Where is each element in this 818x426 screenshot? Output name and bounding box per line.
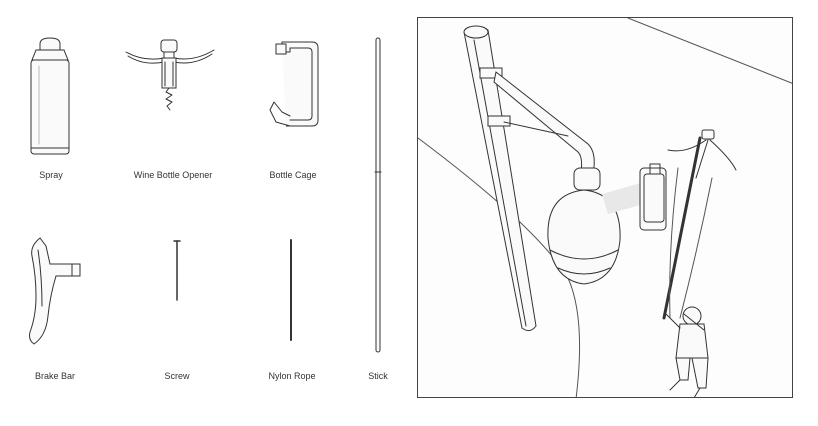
scene-illustration <box>417 17 793 398</box>
nylon-rope-icon <box>290 239 292 341</box>
wine-bottle-opener-icon <box>125 39 215 111</box>
spray-icon <box>30 37 70 155</box>
person <box>665 306 709 397</box>
camera-dome <box>547 189 621 285</box>
brake-bar-label: Brake Bar <box>34 371 76 381</box>
wine-bottle-opener-label: Wine Bottle Opener <box>133 170 213 180</box>
spray-mist <box>602 182 644 214</box>
nylon-rope-label: Nylon Rope <box>268 371 316 381</box>
bottle-cage-label: Bottle Cage <box>269 170 317 180</box>
stick-icon <box>374 37 382 353</box>
screw-icon <box>173 240 181 301</box>
brake-bar-icon <box>29 237 81 345</box>
spray-label: Spray <box>39 170 63 180</box>
stick-label: Stick <box>368 371 388 381</box>
bottle-cage-icon <box>269 41 319 127</box>
screw-label: Screw <box>164 371 190 381</box>
scene-drawing <box>418 18 792 397</box>
road-edge <box>627 18 792 84</box>
rope <box>669 167 679 319</box>
